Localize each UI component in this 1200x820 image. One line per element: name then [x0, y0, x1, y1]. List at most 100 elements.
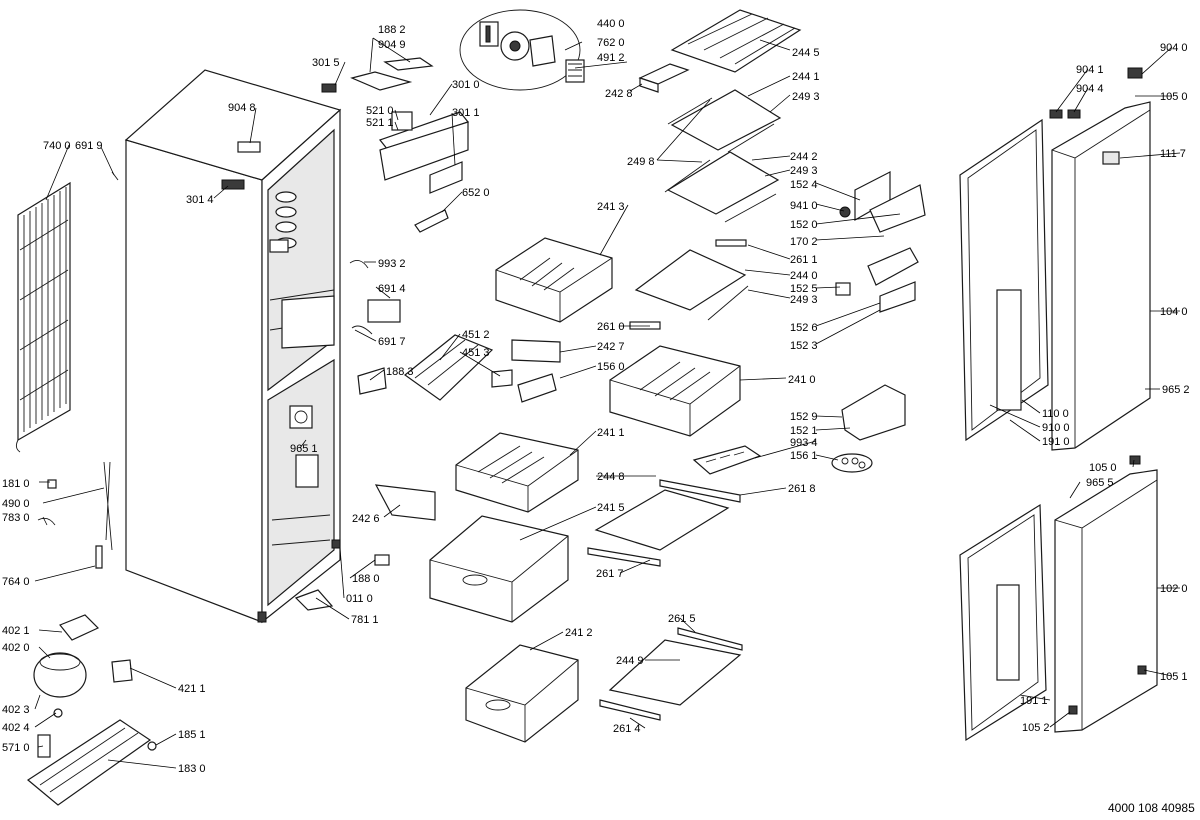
- callout-152-1: 152 1: [790, 425, 818, 437]
- callout-965-2: 965 2: [1162, 384, 1190, 396]
- callout-783-0: 783 0: [2, 512, 30, 524]
- callout-993-2: 993 2: [378, 258, 406, 270]
- doors-part: [959, 67, 1158, 742]
- callout-261-7: 261 7: [596, 568, 624, 580]
- callout-181-0: 181 0: [2, 478, 30, 490]
- callout-993-4: 993 4: [790, 437, 818, 449]
- callout-521-1: 521 1: [366, 117, 394, 129]
- callout-965-5: 965 5: [1086, 477, 1114, 489]
- callout-781-1: 781 1: [351, 614, 379, 626]
- callout-301-1: 301 1: [452, 107, 480, 119]
- callout-188-2: 188 2: [378, 24, 406, 36]
- callout-105-0-b: 105 0: [1089, 462, 1117, 474]
- callout-188-3: 188 3: [386, 366, 414, 378]
- callout-301-5: 301 5: [312, 57, 340, 69]
- callout-152-0: 152 0: [790, 219, 818, 231]
- callout-249-8: 249 8: [627, 156, 655, 168]
- callout-191-0: 191 0: [1042, 436, 1070, 448]
- callout-011-0: 011 0: [346, 593, 373, 605]
- callout-104-0: 104 0: [1160, 306, 1188, 318]
- callout-691-9: 691 9: [75, 140, 103, 152]
- callout-105-0-a: 105 0: [1160, 91, 1188, 103]
- callout-185-1: 185 1: [178, 729, 206, 741]
- callout-242-8: 242 8: [605, 88, 633, 100]
- callout-691-4: 691 4: [378, 283, 406, 295]
- callout-402-0: 402 0: [2, 642, 30, 654]
- callout-241-1: 241 1: [597, 427, 625, 439]
- callout-156-0: 156 0: [597, 361, 625, 373]
- callout-904-0: 904 0: [1160, 42, 1188, 54]
- drawers-part: [374, 237, 741, 743]
- callout-904-8: 904 8: [228, 102, 256, 114]
- document-number: 4000 108 40985: [1108, 801, 1195, 815]
- callout-105-1: 105 1: [1160, 671, 1188, 683]
- callout-402-1: 402 1: [2, 625, 30, 637]
- callout-244-5: 244 5: [792, 47, 820, 59]
- callout-521-0: 521 0: [366, 105, 394, 117]
- callout-241-3: 241 3: [597, 201, 625, 213]
- fan-assembly-part: [459, 9, 585, 91]
- callout-451-3: 451 3: [462, 347, 490, 359]
- callout-102-0: 102 0: [1160, 583, 1188, 595]
- callout-152-3: 152 3: [790, 340, 818, 352]
- callout-490-0: 490 0: [2, 498, 30, 510]
- callout-249-3-a: 249 3: [792, 91, 820, 103]
- callout-652-0: 652 0: [462, 187, 490, 199]
- callout-152-9: 152 9: [790, 411, 818, 423]
- callout-691-7: 691 7: [378, 336, 406, 348]
- callout-labels: 740 0 691 9 301 5 188 2 904 9 440 0 762 …: [2, 18, 1190, 775]
- callout-156-1: 156 1: [790, 450, 818, 462]
- door-bins-part: [692, 171, 926, 475]
- callout-244-2: 244 2: [790, 151, 818, 163]
- cabinet-part: [124, 69, 342, 624]
- callout-152-4: 152 4: [790, 179, 818, 191]
- shelves-part: [587, 9, 802, 721]
- callout-965-1: 965 1: [290, 443, 318, 455]
- callout-904-4: 904 4: [1076, 83, 1104, 95]
- callout-402-3: 402 3: [2, 704, 30, 716]
- top-control-parts: [350, 57, 469, 233]
- callout-242-6: 242 6: [352, 513, 380, 525]
- callout-249-3-b: 249 3: [790, 165, 818, 177]
- callout-941-0: 941 0: [790, 200, 818, 212]
- callout-762-0: 762 0: [597, 37, 625, 49]
- callout-241-5: 241 5: [597, 502, 625, 514]
- callout-301-0: 301 0: [452, 79, 480, 91]
- callout-402-4: 402 4: [2, 722, 30, 734]
- callout-241-2: 241 2: [565, 627, 593, 639]
- callout-571-0: 571 0: [2, 742, 30, 754]
- callout-170-2: 170 2: [790, 236, 818, 248]
- callout-241-0: 241 0: [788, 374, 816, 386]
- callout-244-0: 244 0: [790, 270, 818, 282]
- callout-904-9: 904 9: [378, 39, 406, 51]
- callout-764-0: 764 0: [2, 576, 30, 588]
- callout-244-1: 244 1: [792, 71, 820, 83]
- callout-740-0: 740 0: [43, 140, 71, 152]
- callout-261-4: 261 4: [613, 723, 641, 735]
- callout-244-9: 244 9: [616, 655, 644, 667]
- callout-242-7: 242 7: [597, 341, 625, 353]
- callout-191-1: 191 1: [1020, 695, 1048, 707]
- callout-152-5: 152 5: [790, 283, 818, 295]
- callout-301-4: 301 4: [186, 194, 214, 206]
- callout-910-0: 910 0: [1042, 422, 1070, 434]
- callout-261-8: 261 8: [788, 483, 816, 495]
- callout-451-2: 451 2: [462, 329, 490, 341]
- callout-105-2: 105 2: [1022, 722, 1050, 734]
- condenser-part: [15, 181, 71, 453]
- callout-110-0: 110 0: [1042, 408, 1069, 420]
- leader-lines: [34, 37, 1181, 769]
- callout-261-5: 261 5: [668, 613, 696, 625]
- callout-440-0: 440 0: [597, 18, 625, 30]
- callout-491-2: 491 2: [597, 52, 625, 64]
- callout-183-0: 183 0: [178, 763, 206, 775]
- callout-904-1: 904 1: [1076, 64, 1104, 76]
- callout-244-8: 244 8: [597, 471, 625, 483]
- callout-111-7: 111 7: [1160, 148, 1186, 160]
- callout-261-0: 261 0: [597, 321, 625, 333]
- callout-421-1: 421 1: [178, 683, 206, 695]
- callout-249-3-c: 249 3: [790, 294, 818, 306]
- callout-261-1: 261 1: [790, 254, 818, 266]
- callout-152-6: 152 6: [790, 322, 818, 334]
